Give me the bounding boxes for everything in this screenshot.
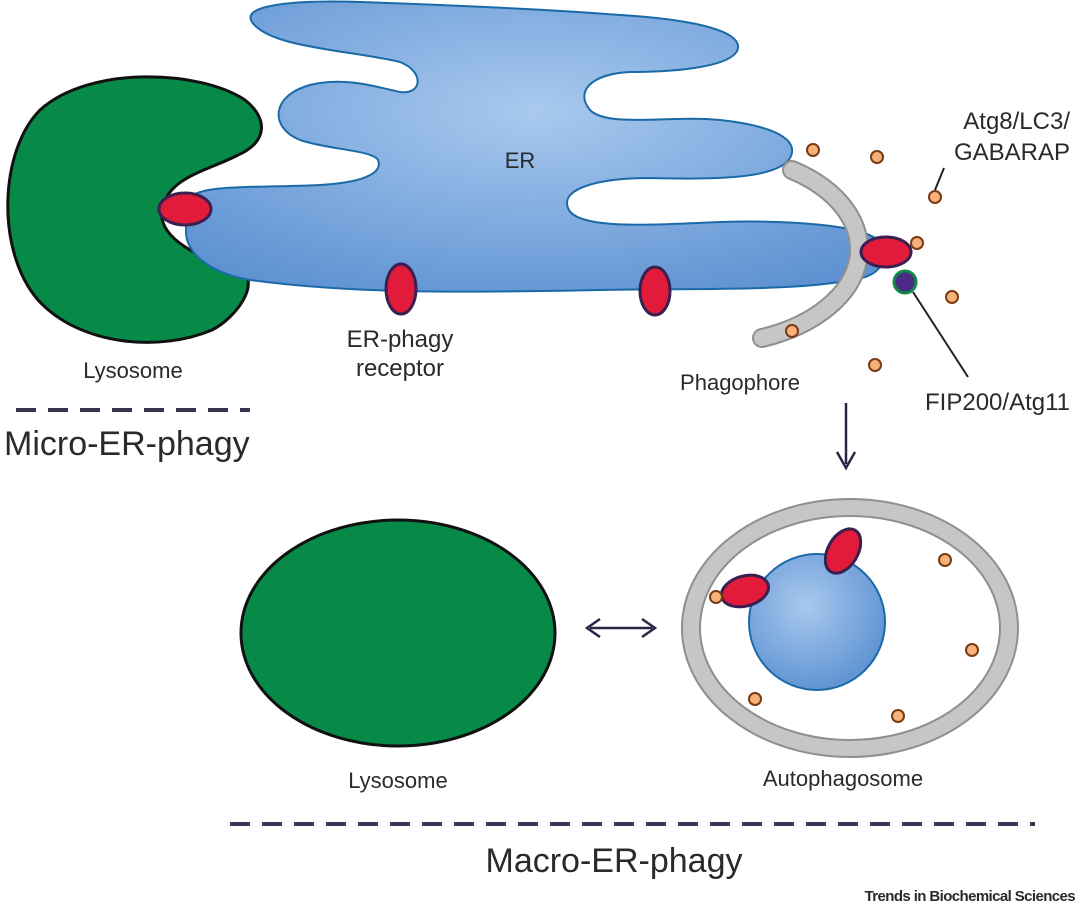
receptor-label-line2: receptor <box>356 355 444 382</box>
fip200-protein <box>892 269 918 295</box>
atg8-dot <box>709 590 723 604</box>
atg8-dots-autophagosome <box>709 553 979 723</box>
source-credit: Trends in Biochemical Sciences <box>865 888 1076 905</box>
autophagosome-label: Autophagosome <box>763 766 923 791</box>
atg8-dot <box>785 324 799 338</box>
atg8-dot <box>870 150 884 164</box>
receptor-lysosome <box>157 191 213 227</box>
micro-lysosome <box>6 75 263 344</box>
receptor-membrane-1 <box>384 262 418 316</box>
atg8-dot <box>891 709 905 723</box>
micro-lysosome-label: Lysosome <box>83 358 182 383</box>
receptor-autophagosome-2 <box>823 527 863 575</box>
atg8-leader-line <box>934 167 945 191</box>
phagophore-label: Phagophore <box>680 370 800 395</box>
er-network <box>184 0 886 293</box>
receptor-membrane-2 <box>638 265 672 317</box>
receptor-label-line1: ER-phagy <box>347 326 454 353</box>
receptor-phagophore <box>859 235 913 269</box>
er-fragment-vesicle <box>748 553 886 691</box>
phagophore-membrane-fill <box>754 162 867 346</box>
micro-er-phagy-title: Micro-ER-phagy <box>4 425 250 463</box>
atg8-dot <box>748 692 762 706</box>
atg8-dot <box>806 143 820 157</box>
down-arrow <box>835 403 857 471</box>
atg8-dot <box>868 358 882 372</box>
er-label: ER <box>505 148 536 173</box>
macro-er-phagy-title: Macro-ER-phagy <box>486 842 743 880</box>
macro-lysosome <box>239 518 557 748</box>
atg8-label-line1: Atg8/LC3/ <box>963 108 1070 135</box>
atg8-dots-phagophore <box>785 143 959 372</box>
fip200-label: FIP200/Atg11 <box>925 389 1070 416</box>
atg8-dot <box>965 643 979 657</box>
atg8-dot <box>928 190 942 204</box>
atg8-dot <box>945 290 959 304</box>
er-phagy-receptors <box>157 191 913 317</box>
atg8-label-line2: GABARAP <box>954 139 1070 166</box>
autophagosome-receptors <box>719 527 863 609</box>
macro-lysosome-label: Lysosome <box>348 768 447 793</box>
atg8-dot <box>910 236 924 250</box>
fusion-double-arrow <box>584 617 658 639</box>
atg8-dot <box>938 553 952 567</box>
fip200-leader-line <box>912 291 969 378</box>
